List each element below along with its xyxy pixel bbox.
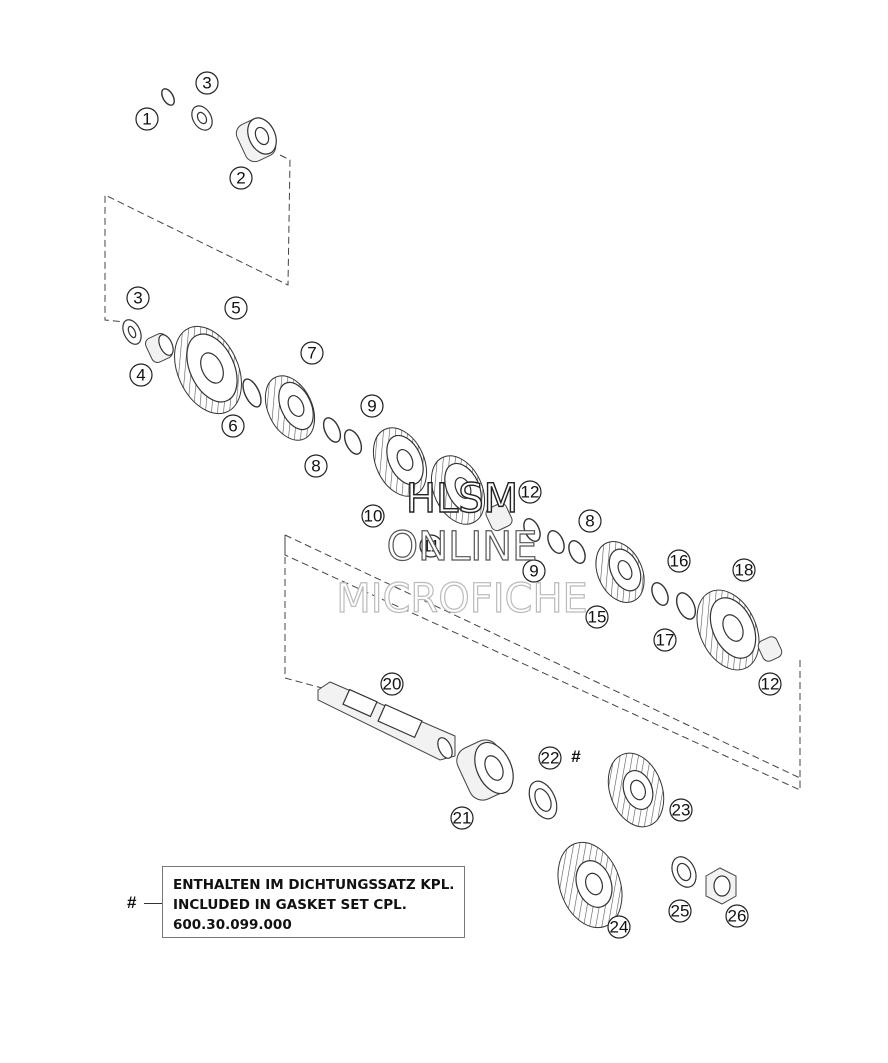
watermark-line-1: HLSM xyxy=(406,476,518,522)
callout-25: 25 xyxy=(668,899,692,923)
note-part-number: 600.30.099.000 xyxy=(173,917,292,933)
callout-16: 16 xyxy=(667,549,691,573)
callout-24: 24 xyxy=(607,915,631,939)
svg-text:12: 12 xyxy=(761,675,780,694)
svg-text:21: 21 xyxy=(453,809,472,828)
gasket-set-note: ENTHALTEN IM DICHTUNGSSATZ KPL. INCLUDED… xyxy=(162,866,465,938)
svg-text:18: 18 xyxy=(735,561,754,580)
svg-text:26: 26 xyxy=(728,907,747,926)
note-marker: # xyxy=(127,893,137,912)
sprocket-24-part xyxy=(557,841,623,929)
washer-hole xyxy=(127,325,137,339)
callout-22: 22 xyxy=(538,746,562,770)
note-line-german: ENTHALTEN IM DICHTUNGSSATZ KPL. xyxy=(173,877,455,893)
svg-text:8: 8 xyxy=(585,512,594,531)
washer-25-part xyxy=(671,856,697,888)
svg-text:10: 10 xyxy=(364,507,383,526)
callout-6: 6 xyxy=(221,414,245,438)
gear-10-part xyxy=(372,427,428,497)
circlip-part xyxy=(568,540,586,564)
circlip-part xyxy=(322,417,342,443)
callout-1: 1 xyxy=(135,107,159,131)
callout-11: 11 xyxy=(419,534,443,558)
callout-9: 9 xyxy=(522,559,546,583)
callout-12: 12 xyxy=(518,480,542,504)
callout-8: 8 xyxy=(578,509,602,533)
svg-text:4: 4 xyxy=(136,366,145,385)
svg-text:8: 8 xyxy=(311,457,320,476)
svg-text:24: 24 xyxy=(610,918,629,937)
ball-bearing-part xyxy=(235,117,277,163)
svg-text:23: 23 xyxy=(672,801,691,820)
callout-7: 7 xyxy=(300,341,324,365)
svg-text:20: 20 xyxy=(383,675,402,694)
shaft-seal-part xyxy=(528,780,558,820)
callout-17: 17 xyxy=(653,628,677,652)
svg-text:9: 9 xyxy=(529,562,538,581)
circlip-part xyxy=(547,530,565,554)
washer-part xyxy=(343,429,363,455)
hash-marker: # xyxy=(571,747,581,766)
needle-bearing-part xyxy=(145,333,174,363)
svg-text:5: 5 xyxy=(231,299,240,318)
callout-3: 3 xyxy=(126,286,150,310)
thrust-washer-part xyxy=(242,378,262,408)
circlip-part xyxy=(161,88,175,106)
watermark-line-3: MICROFICHE xyxy=(336,576,588,622)
washer-part xyxy=(675,592,697,620)
svg-text:7: 7 xyxy=(307,344,316,363)
ball-bearing-part xyxy=(456,739,514,801)
svg-text:12: 12 xyxy=(521,483,540,502)
callout-2: 2 xyxy=(229,166,253,190)
callout-23: 23 xyxy=(669,798,693,822)
callout-20: 20 xyxy=(380,672,404,696)
svg-text:3: 3 xyxy=(133,289,142,308)
svg-text:17: 17 xyxy=(656,631,675,650)
gear-18-part xyxy=(696,589,760,671)
main-shaft-part xyxy=(317,681,456,761)
callout-15: 15 xyxy=(585,605,609,629)
callout-10: 10 xyxy=(361,504,385,528)
gear-15-part xyxy=(595,541,645,603)
svg-text:6: 6 xyxy=(228,417,237,436)
callout-21: 21 xyxy=(450,806,474,830)
callout-18: 18 xyxy=(732,558,756,582)
watermark-line-2: ONLINE xyxy=(387,524,538,570)
nut-26-part xyxy=(705,867,737,905)
needle-bearing-part xyxy=(757,636,783,662)
note-line-english: INCLUDED IN GASKET SET CPL. xyxy=(173,897,407,913)
assembly-outline-lower xyxy=(284,534,801,791)
washer-hole xyxy=(196,111,208,125)
callout-3: 3 xyxy=(195,71,219,95)
assembly-outline-upper xyxy=(104,154,291,323)
svg-text:16: 16 xyxy=(670,552,689,571)
callout-4: 4 xyxy=(129,363,153,387)
callout-9: 9 xyxy=(360,394,384,418)
gear-7-part xyxy=(264,375,316,441)
gear-11-part xyxy=(430,455,486,525)
callout-12: 12 xyxy=(758,672,782,696)
svg-text:9: 9 xyxy=(367,397,376,416)
svg-text:15: 15 xyxy=(588,608,607,627)
svg-text:3: 3 xyxy=(202,74,211,93)
assembly-outline-shaft xyxy=(284,535,323,689)
callout-5: 5 xyxy=(224,296,248,320)
sprocket-23-part xyxy=(607,752,665,828)
svg-text:11: 11 xyxy=(422,537,440,556)
callout-8: 8 xyxy=(304,454,328,478)
svg-text:22: 22 xyxy=(541,749,560,768)
washer-part xyxy=(523,518,541,542)
svg-text:25: 25 xyxy=(671,902,690,921)
note-leader-line xyxy=(144,903,162,904)
callout-26: 26 xyxy=(725,904,749,928)
gear-5-part xyxy=(174,325,242,415)
needle-bearing-part xyxy=(485,502,513,532)
circlip-part xyxy=(651,582,669,606)
svg-text:1: 1 xyxy=(142,110,151,129)
svg-text:2: 2 xyxy=(236,169,245,188)
